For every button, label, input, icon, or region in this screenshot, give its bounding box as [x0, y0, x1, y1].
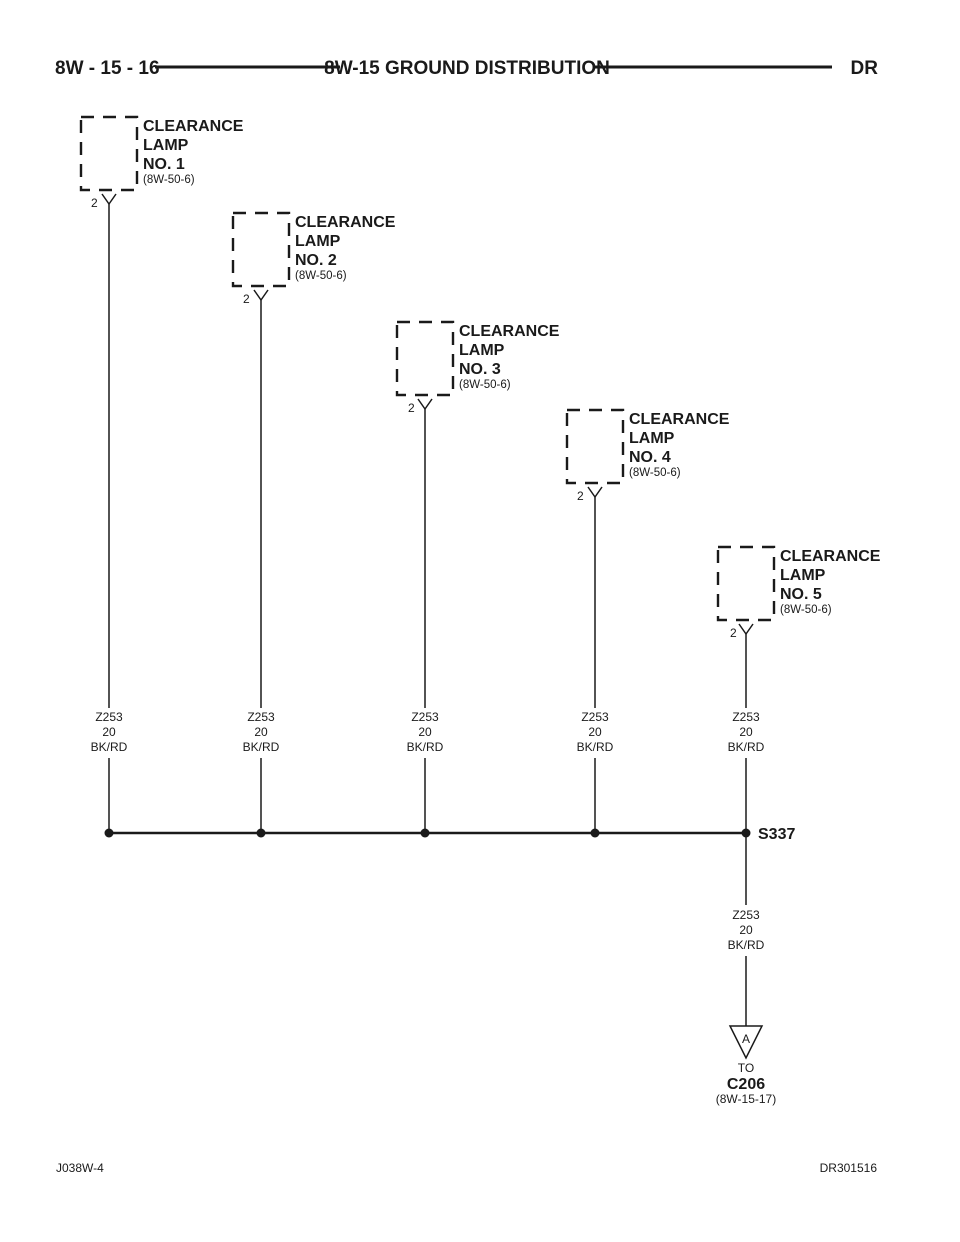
component-label-line: LAMP [629, 430, 675, 447]
connector-triangle-icon [728, 1025, 764, 1060]
component-label-line: LAMP [143, 137, 189, 154]
output-wire: Z253 20 BK/RD [728, 833, 765, 1026]
pin-connector-symbol [253, 289, 269, 302]
component-label-line: NO. 1 [143, 156, 185, 173]
pin-connector-symbol [738, 623, 754, 636]
component-outline [79, 115, 139, 192]
footer-right-code: DR301516 [820, 1161, 878, 1175]
page-title: 8W-15 GROUND DISTRIBUTION [324, 58, 610, 79]
wire-color: BK/RD [728, 938, 765, 952]
pin-number: 2 [408, 401, 415, 415]
wire-circuit: Z253 [411, 710, 439, 724]
splice-dot [590, 828, 600, 838]
wire-color: BK/RD [407, 740, 444, 754]
component-outline [231, 211, 291, 288]
component-label-line: NO. 2 [295, 252, 337, 269]
component-label-line: CLEARANCE [459, 323, 560, 340]
component-label-line: NO. 5 [780, 586, 822, 603]
clearance-lamp-3: CLEARANCE LAMP NO. 3 (8W-50-6) 2 Z253 20… [395, 320, 560, 833]
component-label-line: NO. 4 [629, 449, 671, 466]
page-number: 8W - 15 - 16 [55, 58, 160, 79]
footer-left-code: J038W-4 [56, 1161, 104, 1175]
component-outline [395, 320, 455, 397]
clearance-lamp-1: CLEARANCE LAMP NO. 1 (8W-50-6) 2 Z253 20… [79, 115, 244, 833]
splice-bus: S337 [104, 826, 795, 843]
connector-c206: A TO C206 (8W-15-17) [716, 1025, 776, 1106]
component-ref: (8W-50-6) [629, 467, 681, 479]
clearance-lamp-4: CLEARANCE LAMP NO. 4 (8W-50-6) 2 Z253 20… [565, 408, 730, 833]
component-ref: (8W-50-6) [295, 270, 347, 282]
splice-dot [420, 828, 430, 838]
connector-to-label: TO [738, 1061, 754, 1075]
component-ref: (8W-50-6) [143, 174, 195, 186]
pin-number: 2 [243, 292, 250, 306]
pin-connector-symbol [101, 193, 117, 206]
splice-dot [256, 828, 266, 838]
pin-number: 2 [91, 196, 98, 210]
wire-color: BK/RD [243, 740, 280, 754]
wire-gauge: 20 [739, 725, 753, 739]
component-label-line: LAMP [780, 567, 826, 584]
pin-number: 2 [730, 626, 737, 640]
pin-connector-symbol [417, 398, 433, 411]
connector-name: C206 [727, 1076, 765, 1093]
component-ref: (8W-50-6) [459, 379, 511, 391]
component-outline [565, 408, 625, 485]
wire-circuit: Z253 [95, 710, 123, 724]
component-ref: (8W-50-6) [780, 604, 832, 616]
connector-ref: (8W-15-17) [716, 1092, 776, 1106]
wire-color: BK/RD [728, 740, 765, 754]
component-outline [716, 545, 776, 622]
clearance-lamp-2: CLEARANCE LAMP NO. 2 (8W-50-6) 2 Z253 20… [231, 211, 396, 833]
component-label-line: LAMP [459, 342, 505, 359]
component-label-line: NO. 3 [459, 361, 501, 378]
splice-dot [104, 828, 114, 838]
wire-gauge: 20 [254, 725, 268, 739]
clearance-lamp-5: CLEARANCE LAMP NO. 5 (8W-50-6) 2 Z253 20… [716, 545, 881, 833]
wire-color: BK/RD [91, 740, 128, 754]
wire-color: BK/RD [577, 740, 614, 754]
component-label-line: CLEARANCE [295, 214, 396, 231]
model-code: DR [851, 58, 879, 79]
wire-circuit: Z253 [732, 908, 760, 922]
wire-circuit: Z253 [247, 710, 275, 724]
component-label-line: CLEARANCE [780, 548, 881, 565]
component-label-line: CLEARANCE [143, 118, 244, 135]
wire-gauge: 20 [588, 725, 602, 739]
pin-connector-symbol [587, 486, 603, 499]
pin-number: 2 [577, 489, 584, 503]
splice-label: S337 [758, 826, 795, 843]
component-label-line: CLEARANCE [629, 411, 730, 428]
wire-circuit: Z253 [732, 710, 760, 724]
wire-gauge: 20 [102, 725, 116, 739]
wire-gauge: 20 [418, 725, 432, 739]
wire-circuit: Z253 [581, 710, 609, 724]
component-label-line: LAMP [295, 233, 341, 250]
connector-marker: A [742, 1032, 750, 1046]
wire-gauge: 20 [739, 923, 753, 937]
